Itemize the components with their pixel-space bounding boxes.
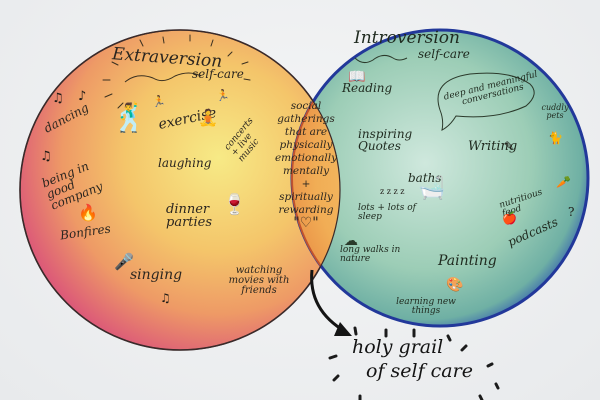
overlap-line: that are xyxy=(284,126,328,138)
item-baths: baths xyxy=(408,171,442,185)
speech-bubble-icon xyxy=(437,72,535,131)
music-note-icon: ♫ xyxy=(40,149,52,164)
item-learning-new-things: learning new things xyxy=(396,297,456,316)
question-mark-icon: ? xyxy=(568,205,575,219)
apple-icon: 🍎 xyxy=(502,211,517,225)
overlap-text: social gatherings that are physically em… xyxy=(266,100,346,230)
item-cuddly-pets: cuddly pets xyxy=(541,103,569,120)
item-painting: Painting xyxy=(438,253,497,269)
bathtub-icon: 🛁 xyxy=(418,176,446,201)
dancer-icon: 🕺 xyxy=(112,101,147,134)
introversion-subtitle: self-care xyxy=(418,47,470,61)
music-note-icon: ♫ xyxy=(160,291,171,305)
item-lots-of-sleep: lots + lots of sleep xyxy=(358,203,416,222)
overlap-line: spiritually xyxy=(279,191,333,203)
meditate-icon: 🧘 xyxy=(198,108,218,127)
overlap-region xyxy=(291,30,340,327)
item-dinner-parties: dinner parties xyxy=(166,202,213,230)
extraversion-subtitle: self-care xyxy=(192,67,244,81)
item-inspiring-quotes: inspiring Quotes xyxy=(358,127,413,153)
item-laughing: laughing xyxy=(158,156,212,170)
overlap-line: physically xyxy=(279,139,333,151)
carrot-icon: 🥕 xyxy=(556,175,571,189)
introversion-title: Introversion xyxy=(354,28,460,48)
music-note-icon: ♫ xyxy=(52,91,64,106)
cat-icon: 🐈 xyxy=(548,131,563,145)
callout-line-2: of self care xyxy=(366,360,473,382)
callout-sparkles xyxy=(328,326,500,400)
zzz-icon: z z z z xyxy=(380,187,405,196)
overlap-line: emotionally xyxy=(274,152,338,164)
overlap-line: + xyxy=(301,178,311,190)
title-rays xyxy=(102,34,251,109)
item-writing: Writing xyxy=(468,139,518,154)
overlap-line: gatherings xyxy=(277,113,335,125)
fire-icon: 🔥 xyxy=(78,203,98,222)
item-reading: Reading xyxy=(342,81,393,95)
heart-icon: "♡" xyxy=(293,215,319,231)
item-long-walks: long walks in nature xyxy=(340,245,401,264)
runner-icon: 🏃 xyxy=(216,89,230,102)
item-singing: singing xyxy=(130,267,183,283)
wine-glass-icon: 🍷 xyxy=(222,192,247,216)
music-note-icon: ♪ xyxy=(78,89,87,104)
item-watching-movies: watching movies with friends xyxy=(228,265,290,296)
palette-icon: 🎨 xyxy=(446,277,464,293)
cloud-tree-icon: ☁ xyxy=(344,233,358,249)
overlap-line: social xyxy=(290,100,322,112)
callout-line-1: holy grail xyxy=(352,336,444,358)
pencil-icon: ✎ xyxy=(504,139,515,153)
overlap-line: mentally xyxy=(282,165,330,177)
runner-icon: 🏃 xyxy=(152,95,166,108)
microphone-icon: 🎤 xyxy=(114,252,134,271)
overlap-line: rewarding xyxy=(278,204,334,216)
book-icon: 📖 xyxy=(348,69,366,85)
